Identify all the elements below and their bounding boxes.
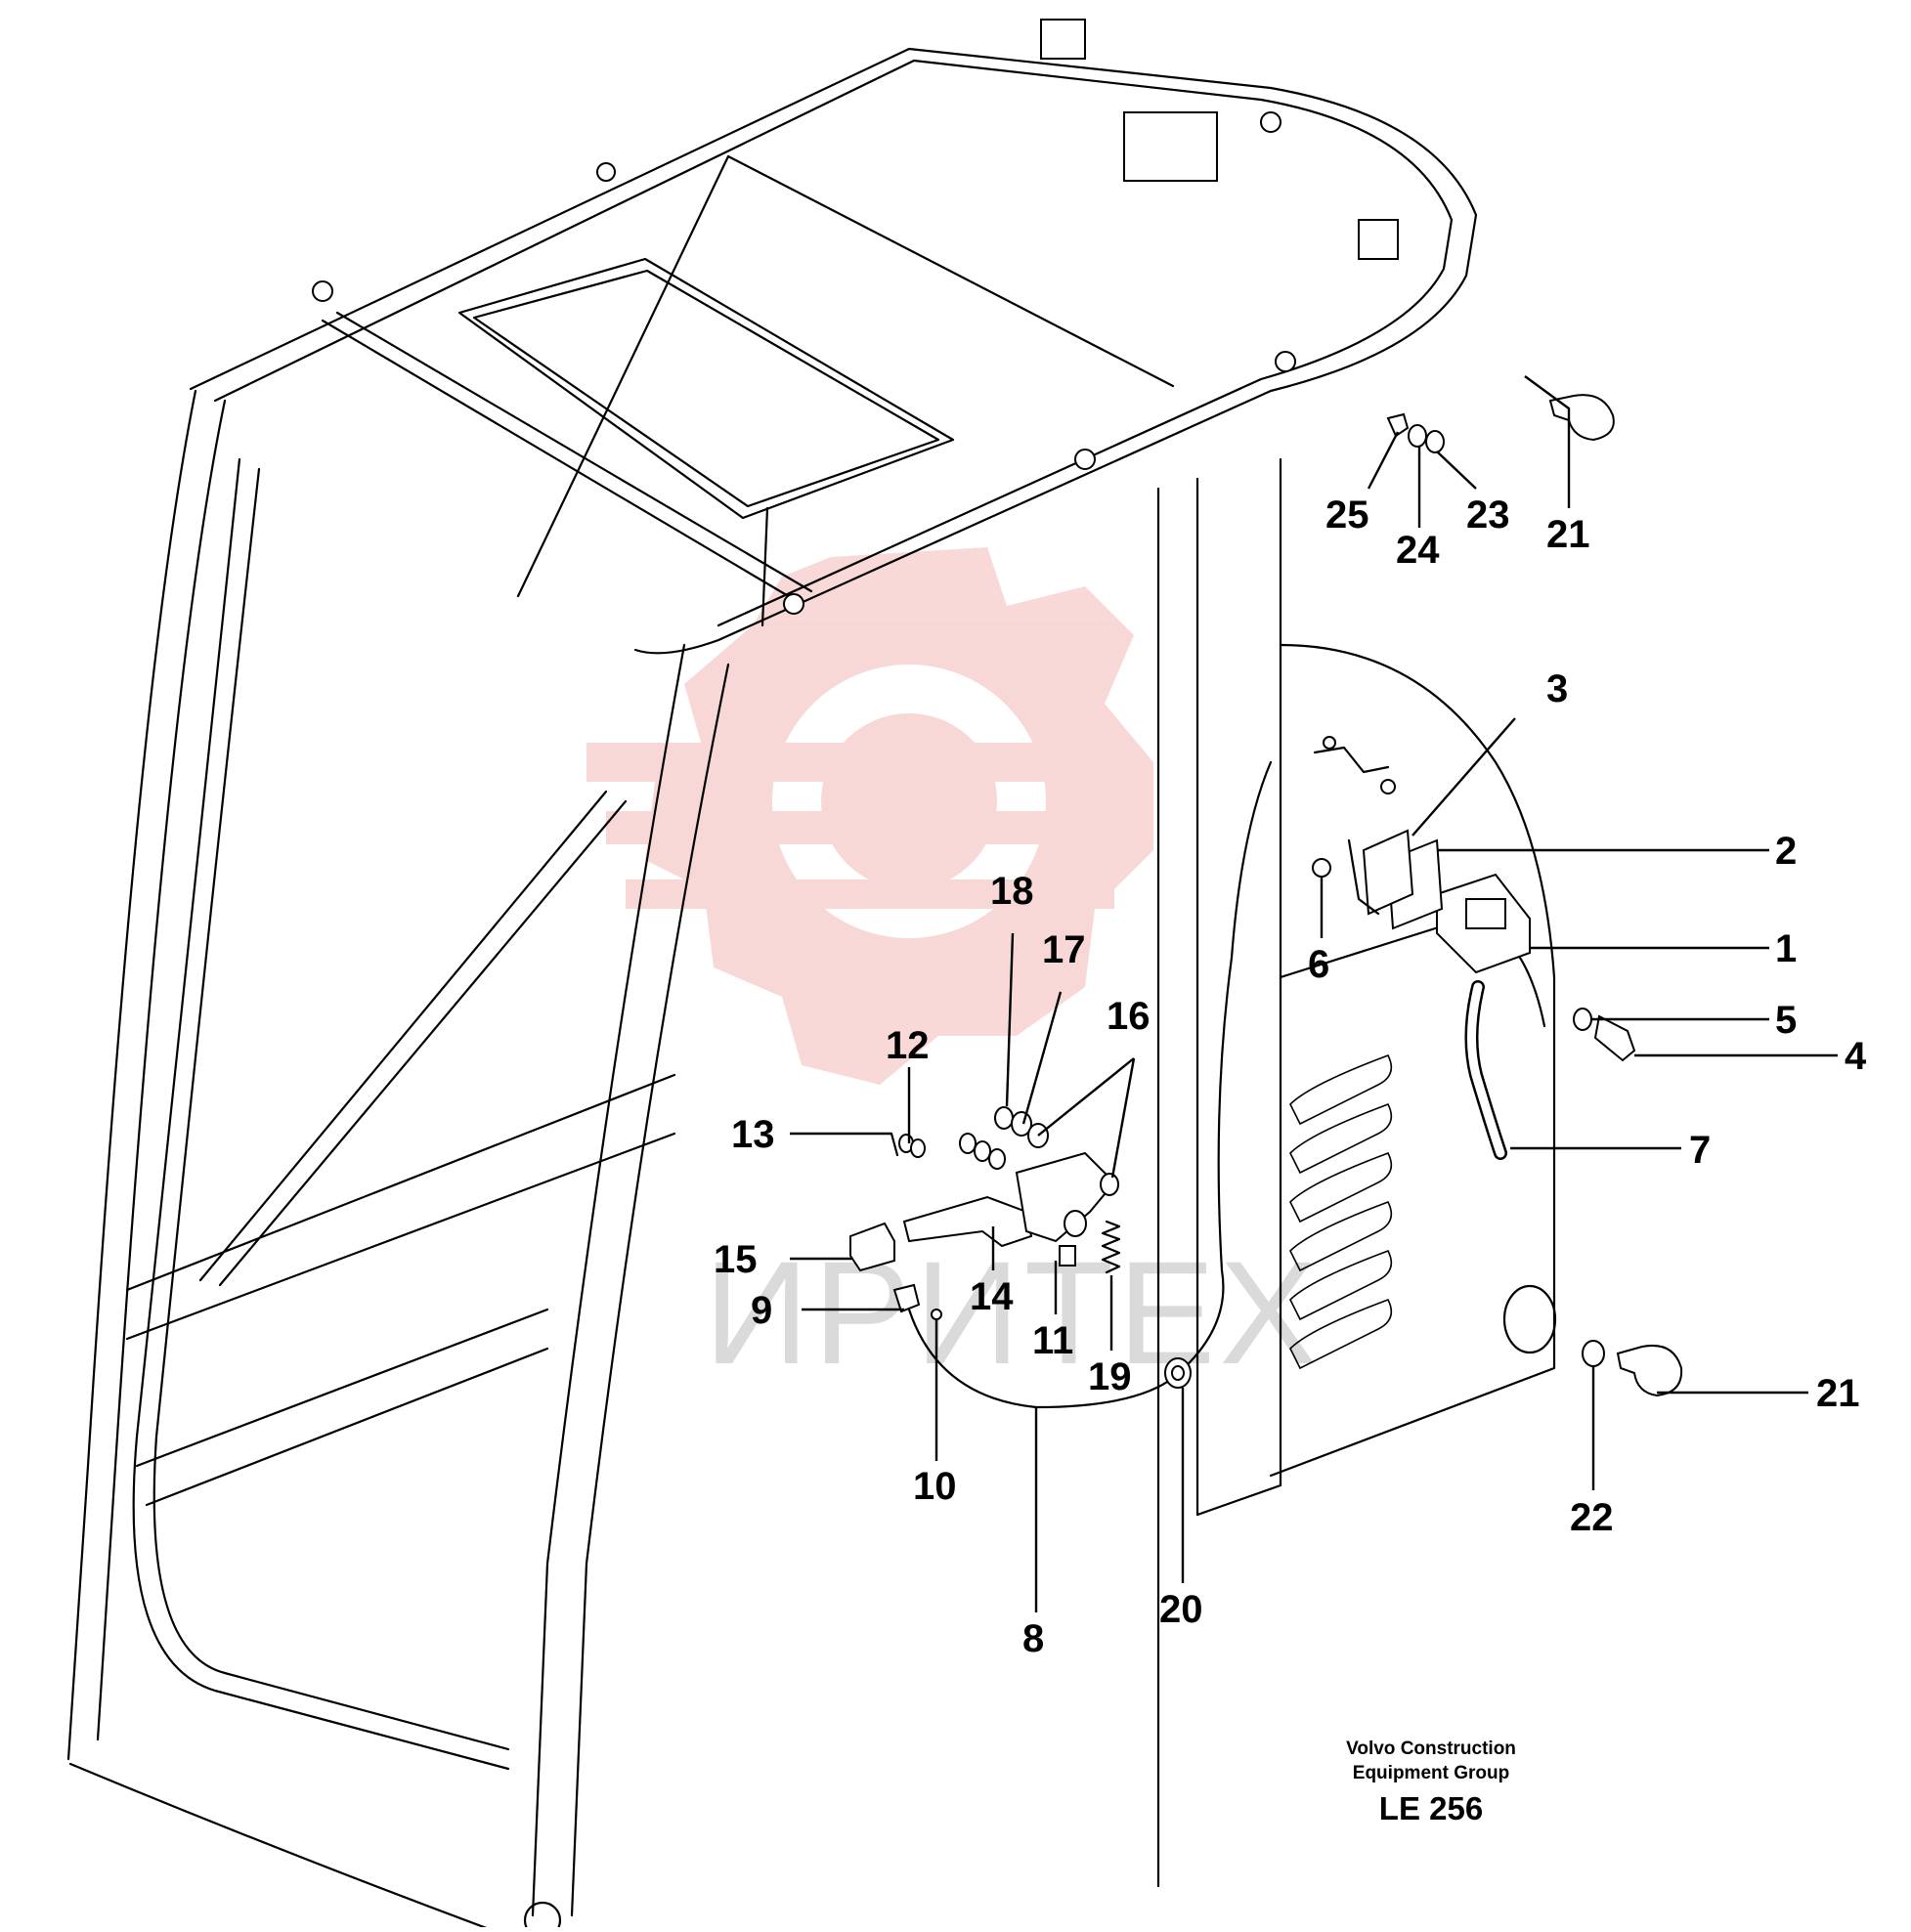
- callout-2: 2: [1775, 830, 1797, 873]
- callout-7: 7: [1689, 1129, 1711, 1172]
- caption-line-1: Volvo Construction: [1346, 1739, 1516, 1759]
- callout-1: 1: [1775, 927, 1797, 970]
- callout-20: 20: [1159, 1588, 1203, 1631]
- callout-17: 17: [1042, 928, 1086, 971]
- callout-21-upper: 21: [1546, 513, 1590, 556]
- callout-15: 15: [714, 1238, 758, 1281]
- watermark-logo: [586, 547, 1153, 1085]
- callout-16: 16: [1107, 995, 1151, 1038]
- pin-11: [1059, 1245, 1076, 1267]
- bumper-21-lower: [1616, 1345, 1683, 1397]
- washer-22: [1582, 1340, 1605, 1367]
- callout-21-lower: 21: [1816, 1372, 1860, 1415]
- callout-9: 9: [751, 1289, 772, 1332]
- callout-18: 18: [990, 870, 1034, 913]
- callout-3: 3: [1546, 667, 1568, 710]
- callout-11: 11: [1032, 1319, 1073, 1362]
- callout-13: 13: [731, 1113, 775, 1156]
- callout-10: 10: [913, 1465, 957, 1508]
- washer-5: [1573, 1008, 1592, 1031]
- bolt-6: [1312, 858, 1331, 878]
- callout-19: 19: [1088, 1355, 1132, 1398]
- callout-4: 4: [1845, 1035, 1867, 1078]
- callout-14: 14: [970, 1275, 1014, 1318]
- callout-8: 8: [1022, 1617, 1044, 1660]
- plate-3: [1362, 829, 1414, 916]
- callout-25: 25: [1325, 494, 1369, 537]
- callout-23: 23: [1466, 494, 1510, 537]
- callout-labels: 1 2 3 4 5 6 7 8 9 10 11 12 13 14 15 16 1…: [714, 494, 1867, 1660]
- handle-cover-15: [849, 1222, 895, 1272]
- leader-lines: [790, 375, 1838, 1612]
- caption-block: Volvo Construction Equipment Group LE 25…: [1346, 1739, 1516, 1826]
- door-latch-parts: [849, 394, 1683, 1409]
- cab-frame: [66, 19, 1556, 1932]
- lever-14: [902, 1195, 1033, 1248]
- callout-24: 24: [1396, 529, 1440, 572]
- caption-line-2: Equipment Group: [1353, 1763, 1509, 1783]
- callout-6: 6: [1308, 943, 1329, 986]
- callout-5: 5: [1775, 999, 1797, 1042]
- screw-10: [931, 1309, 942, 1320]
- bolt-4: [1593, 1014, 1636, 1062]
- spring-19: [1101, 1220, 1121, 1274]
- callout-12: 12: [886, 1024, 930, 1067]
- drawing-code: LE 256: [1379, 1790, 1483, 1826]
- callout-22: 22: [1570, 1496, 1614, 1539]
- vent-slots: [1289, 1053, 1393, 1370]
- clip-9: [892, 1283, 921, 1313]
